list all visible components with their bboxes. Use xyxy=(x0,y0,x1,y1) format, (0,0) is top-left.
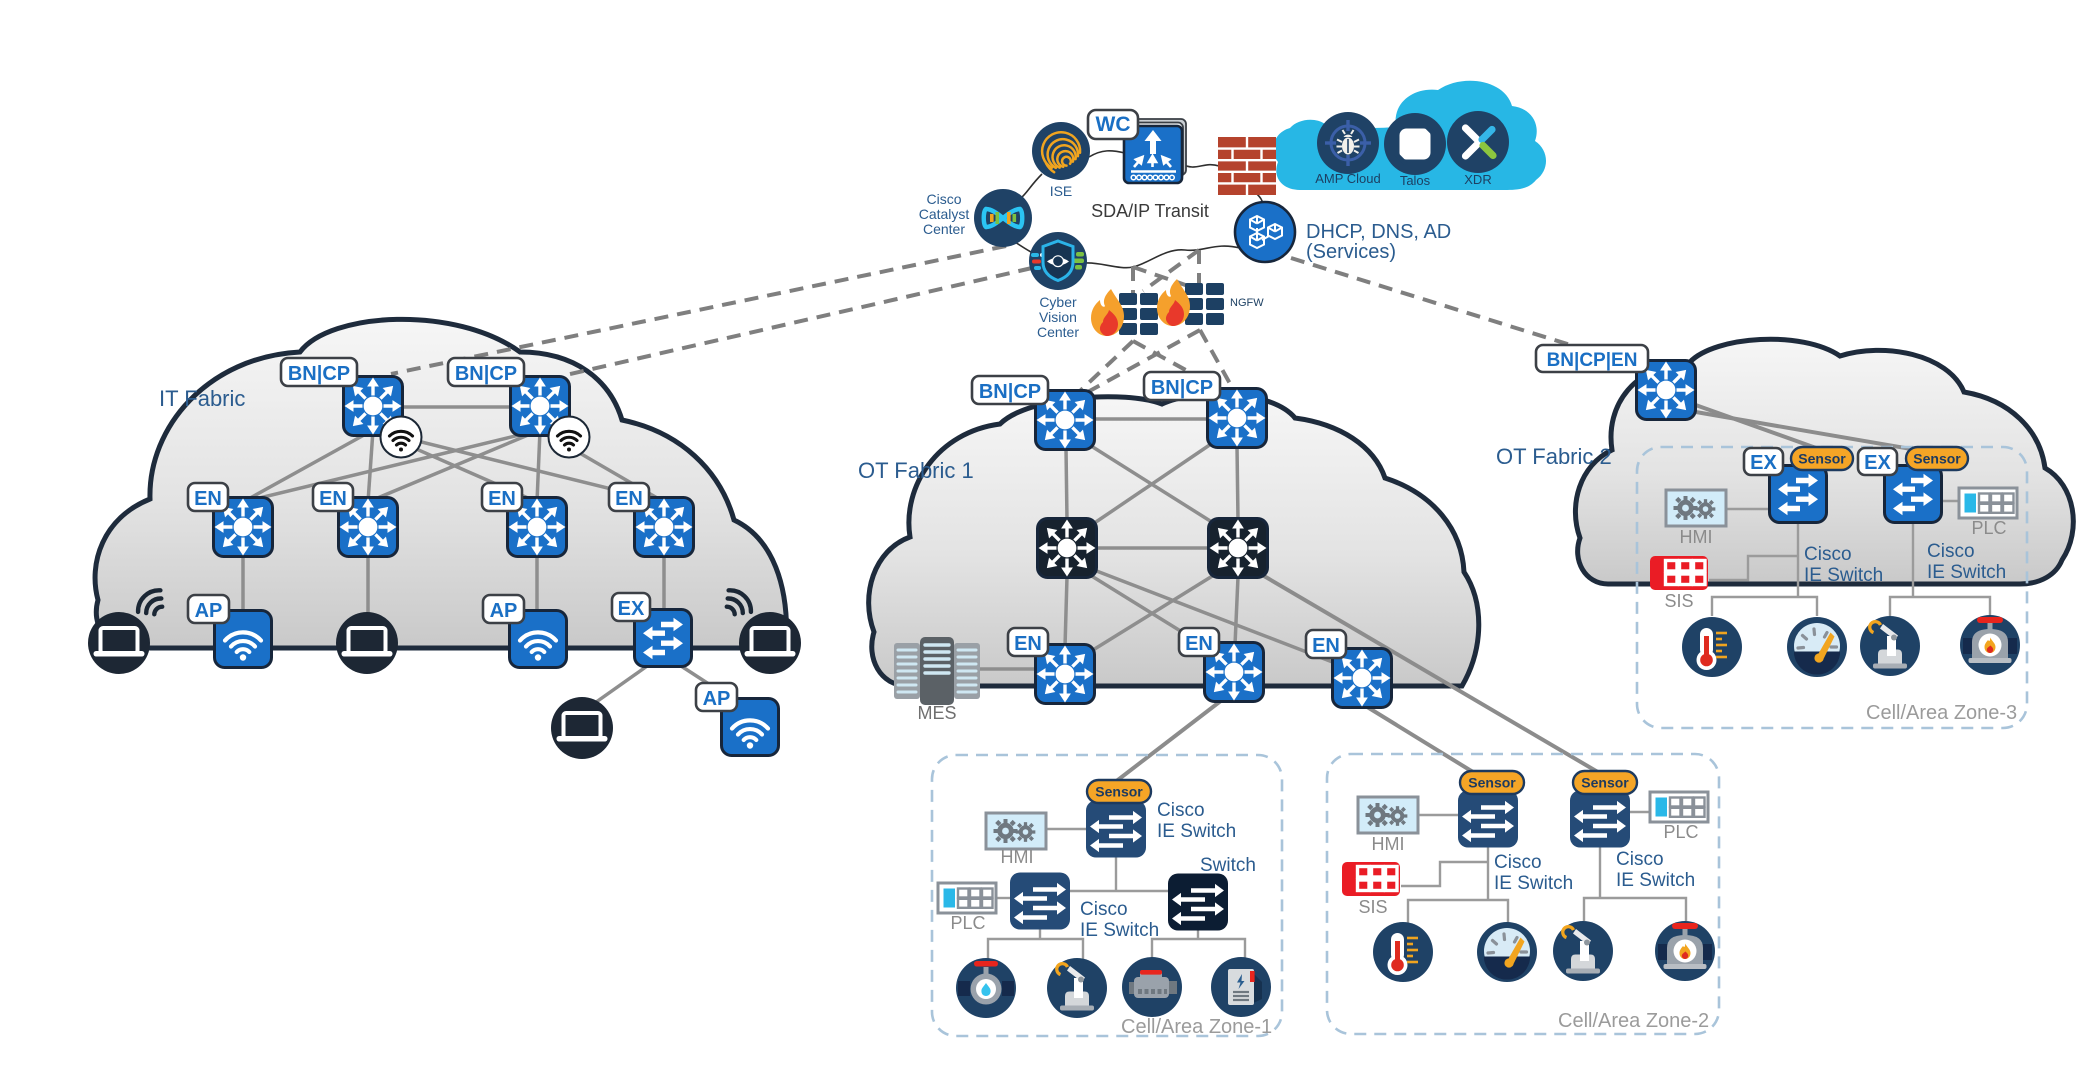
svg-text:AP: AP xyxy=(490,600,518,622)
svg-text:AP: AP xyxy=(703,688,731,710)
svg-text:Cisco: Cisco xyxy=(1157,800,1205,821)
svg-text:Cisco: Cisco xyxy=(1080,899,1128,920)
svg-text:ISE: ISE xyxy=(1050,183,1073,199)
svg-text:Cisco: Cisco xyxy=(1927,541,1975,562)
svg-text:Sensor: Sensor xyxy=(1913,451,1961,467)
svg-text:IE Switch: IE Switch xyxy=(1157,821,1236,842)
svg-text:Cisco: Cisco xyxy=(1616,849,1664,870)
svg-text:Cisco: Cisco xyxy=(1804,544,1852,565)
svg-text:Center: Center xyxy=(923,221,965,237)
svg-text:BN|CP: BN|CP xyxy=(979,381,1041,403)
svg-text:OT Fabric 2: OT Fabric 2 xyxy=(1496,444,1612,469)
svg-text:PLC: PLC xyxy=(1971,518,2006,538)
svg-text:SIS: SIS xyxy=(1664,591,1693,611)
svg-text:Cell/Area Zone-3: Cell/Area Zone-3 xyxy=(1866,702,2017,724)
svg-text:EN: EN xyxy=(1014,633,1042,655)
svg-text:BN|CP: BN|CP xyxy=(288,363,350,385)
svg-text:EN: EN xyxy=(488,488,516,510)
svg-text:AP: AP xyxy=(195,600,223,622)
svg-text:DHCP, DNS, AD: DHCP, DNS, AD xyxy=(1306,221,1451,243)
svg-text:BN|CP: BN|CP xyxy=(455,363,517,385)
svg-text:IT Fabric: IT Fabric xyxy=(159,386,245,411)
svg-text:Sensor: Sensor xyxy=(1581,775,1629,791)
svg-text:AMP Cloud: AMP Cloud xyxy=(1315,171,1381,186)
svg-text:NGFW: NGFW xyxy=(1230,297,1264,309)
svg-text:Cyber: Cyber xyxy=(1039,294,1077,310)
svg-text:SIS: SIS xyxy=(1358,897,1387,917)
svg-text:BN|CP|EN: BN|CP|EN xyxy=(1547,350,1638,371)
svg-text:Vision: Vision xyxy=(1039,309,1077,325)
svg-text:EN: EN xyxy=(319,488,347,510)
svg-text:Catalyst: Catalyst xyxy=(919,206,970,222)
svg-text:Cell/Area Zone-2: Cell/Area Zone-2 xyxy=(1558,1010,1709,1032)
svg-text:Talos: Talos xyxy=(1400,173,1431,188)
svg-text:Cisco: Cisco xyxy=(1494,852,1542,873)
svg-text:Cell/Area Zone-1: Cell/Area Zone-1 xyxy=(1121,1016,1272,1038)
svg-text:Switch: Switch xyxy=(1200,855,1256,876)
svg-text:Sensor: Sensor xyxy=(1095,784,1143,800)
svg-text:IE Switch: IE Switch xyxy=(1804,565,1883,586)
svg-text:OT Fabric 1: OT Fabric 1 xyxy=(858,458,974,483)
svg-text:SDA/IP Transit: SDA/IP Transit xyxy=(1091,201,1209,221)
svg-text:HMI: HMI xyxy=(1001,847,1034,867)
svg-text:PLC: PLC xyxy=(950,913,985,933)
svg-text:EN: EN xyxy=(615,488,643,510)
svg-text:EX: EX xyxy=(1750,452,1777,474)
svg-text:HMI: HMI xyxy=(1372,834,1405,854)
svg-text:Sensor: Sensor xyxy=(1468,775,1516,791)
svg-text:EN: EN xyxy=(1185,633,1213,655)
svg-text:XDR: XDR xyxy=(1464,172,1491,187)
svg-text:EN: EN xyxy=(1312,635,1340,657)
svg-text:Center: Center xyxy=(1037,324,1079,340)
svg-text:HMI: HMI xyxy=(1680,527,1713,547)
svg-text:EX: EX xyxy=(618,598,645,620)
svg-text:IE Switch: IE Switch xyxy=(1080,920,1159,941)
svg-text:IE Switch: IE Switch xyxy=(1927,562,2006,583)
svg-text:Cisco: Cisco xyxy=(926,191,961,207)
svg-text:IE Switch: IE Switch xyxy=(1494,873,1573,894)
svg-text:Sensor: Sensor xyxy=(1798,451,1846,467)
svg-text:WC: WC xyxy=(1096,113,1131,136)
svg-text:EX: EX xyxy=(1864,452,1891,474)
svg-text:BN|CP: BN|CP xyxy=(1151,377,1213,399)
svg-text:MES: MES xyxy=(917,703,956,723)
svg-text:IE Switch: IE Switch xyxy=(1616,870,1695,891)
svg-text:(Services): (Services) xyxy=(1306,241,1396,263)
svg-text:PLC: PLC xyxy=(1663,822,1698,842)
svg-text:EN: EN xyxy=(194,488,222,510)
